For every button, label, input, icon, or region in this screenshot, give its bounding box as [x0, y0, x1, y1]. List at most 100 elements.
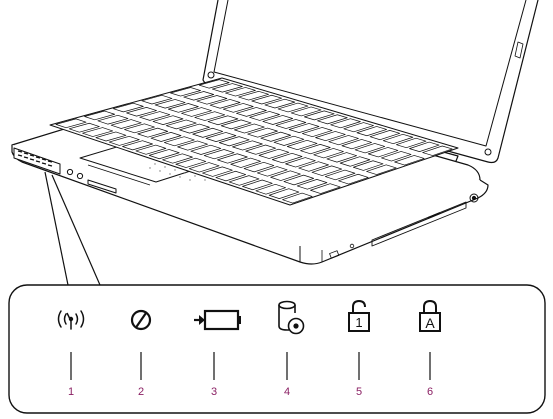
keyboard-key [137, 127, 169, 138]
keyboard-key [152, 115, 184, 125]
keyboard-key [141, 94, 173, 105]
keyboard-key [225, 87, 256, 97]
laptop-display [213, 0, 527, 147]
keyboard-key [150, 132, 182, 142]
keyboard-key [230, 157, 261, 168]
keyboard-key [135, 144, 167, 155]
keyboard-key [84, 110, 116, 121]
keyboard-key [330, 118, 361, 129]
keyboard-key [288, 123, 320, 133]
indicator-number-2: 2 [138, 386, 144, 398]
keyboard-key [220, 119, 252, 130]
keyboard-key [122, 140, 153, 151]
keyboard-key [369, 130, 401, 141]
keyboard-key [82, 127, 114, 137]
keyboard-key [139, 111, 171, 121]
keyboard-key [310, 183, 341, 194]
keyboard-key [300, 144, 331, 155]
disk-drive-icon [278, 300, 305, 335]
keyboard-key [242, 179, 273, 191]
indicator-number-3: 3 [211, 386, 217, 398]
keyboard-key [258, 148, 290, 159]
keyboard-key [394, 155, 425, 166]
keyboard-key [228, 175, 260, 186]
keyboard-key [167, 103, 199, 113]
keyboard-key [286, 139, 318, 151]
keyboard-key [179, 123, 210, 134]
keyboard-key [181, 107, 212, 117]
keyboard-key [154, 99, 186, 109]
battery-charge-icon [194, 309, 241, 331]
keyboard-key [367, 147, 399, 158]
keyboard-key [207, 115, 239, 126]
keyboard-key [301, 127, 333, 138]
keyboard-key [218, 136, 250, 147]
keyboard-key [313, 148, 344, 159]
keyboard-key [203, 149, 235, 160]
speaker-grille [149, 163, 206, 181]
keyboard-key [183, 91, 215, 101]
keyboard-key [110, 119, 142, 129]
keyboard-key [311, 165, 343, 176]
keyboard-key [68, 122, 100, 133]
keyboard-key [256, 166, 288, 177]
keyboard-key [264, 98, 296, 109]
keyboard-key [328, 135, 359, 146]
keyboard-key [338, 173, 369, 185]
keyboard-key [205, 132, 237, 142]
caps-lock-glyph: A [425, 315, 435, 331]
keyboard-key [341, 139, 372, 150]
keyboard-key [382, 133, 414, 145]
keyboard-key [215, 170, 247, 182]
keyboard-key [249, 111, 280, 121]
keyboard-key [271, 152, 303, 164]
keyboard-key [353, 160, 384, 171]
leader-lines [70, 352, 431, 380]
keyboard-key [175, 157, 207, 168]
keyboard-key [245, 144, 276, 155]
power-icon [130, 309, 152, 331]
keyboard-key [97, 114, 129, 125]
keyboard-key [188, 162, 220, 173]
keyboard-key [108, 135, 140, 146]
laptop-illustration [11, 0, 539, 265]
keyboard-key [148, 149, 180, 160]
keyboard-key [283, 174, 315, 186]
keyboard-key [326, 152, 357, 163]
keyboard-key [354, 143, 386, 154]
keyboard-key [247, 127, 278, 138]
keyboard-key [112, 102, 144, 113]
keyboard-key [262, 115, 294, 125]
indicator-number-6: 6 [427, 386, 433, 398]
keyboard-key [275, 119, 307, 129]
keyboard-key [324, 169, 356, 181]
keyboard-key [212, 83, 243, 93]
indicator-number-1: 1 [68, 386, 74, 398]
keyboard-key [165, 119, 197, 130]
keyboard-key [251, 94, 283, 105]
keyboard-key [268, 188, 300, 199]
keyboard-key [222, 103, 254, 113]
keyboard-key [202, 166, 233, 177]
caps-lock-icon: A [419, 299, 441, 332]
keyboard-key [304, 110, 335, 121]
keyboard-key [194, 111, 226, 121]
keyboard-key [55, 118, 87, 129]
keyboard-key [126, 107, 157, 117]
keyboard-key [234, 123, 265, 134]
keyboard-key [409, 141, 440, 152]
keyboard-key [290, 106, 322, 117]
indicator-lamps [17, 150, 53, 167]
keyboard-key [381, 151, 412, 162]
keyboard-key [196, 95, 228, 105]
keyboard-key [217, 153, 248, 164]
keyboard-key [255, 184, 286, 195]
keyboard-key [282, 192, 313, 204]
indicator-number-5: 5 [356, 386, 362, 398]
indicator-number-4: 4 [284, 386, 290, 398]
keyboard-key [95, 131, 127, 142]
keyboard-key [273, 135, 305, 146]
num-lock-glyph: 1 [355, 315, 362, 330]
